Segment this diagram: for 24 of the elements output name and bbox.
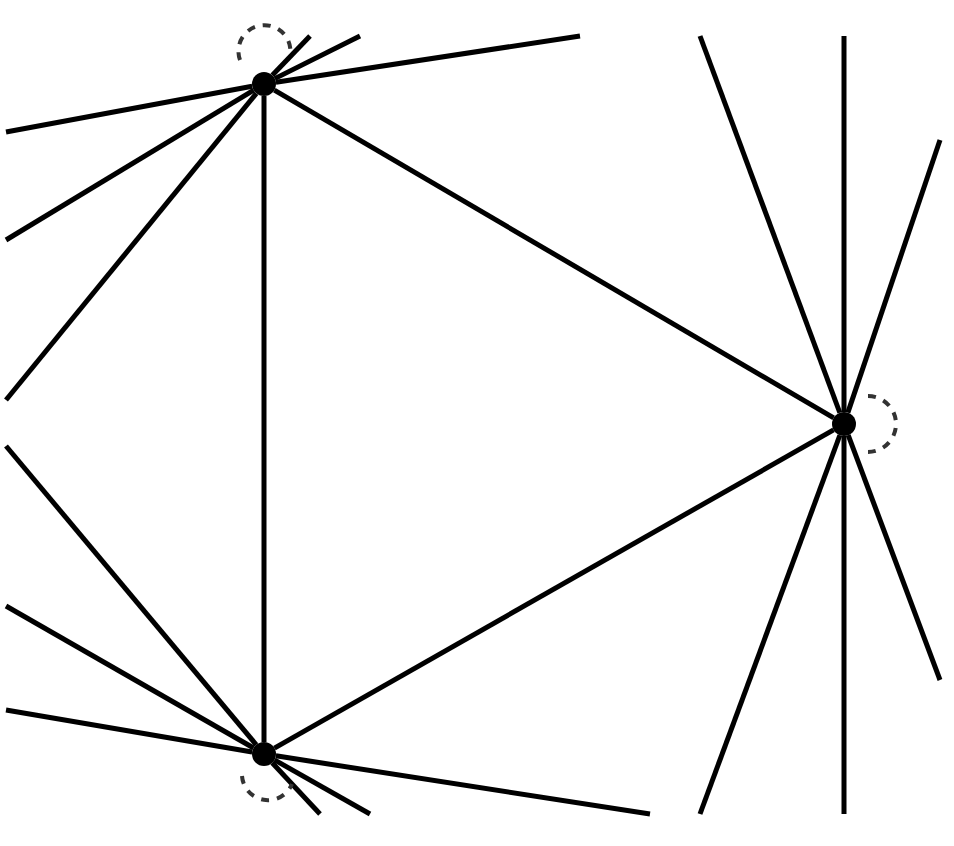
vertex-dot: [832, 412, 856, 436]
line: [4, 444, 259, 747]
line: [697, 434, 843, 815]
line: [845, 139, 943, 414]
vertex-dot: [252, 72, 276, 96]
line: [270, 34, 312, 78]
line: [845, 434, 943, 681]
vertex-dot: [252, 742, 276, 766]
line: [273, 757, 372, 817]
line: [4, 603, 255, 751]
line: [841, 36, 847, 412]
line: [697, 35, 843, 414]
line: [275, 753, 651, 817]
line: [261, 96, 267, 742]
line: [841, 436, 847, 814]
line: [4, 91, 259, 402]
line: [273, 33, 362, 81]
line: [4, 88, 256, 243]
line: [270, 761, 322, 816]
line: [273, 87, 835, 421]
line: [5, 707, 253, 755]
line: [273, 427, 835, 751]
line: [275, 33, 581, 85]
line: [5, 83, 253, 135]
